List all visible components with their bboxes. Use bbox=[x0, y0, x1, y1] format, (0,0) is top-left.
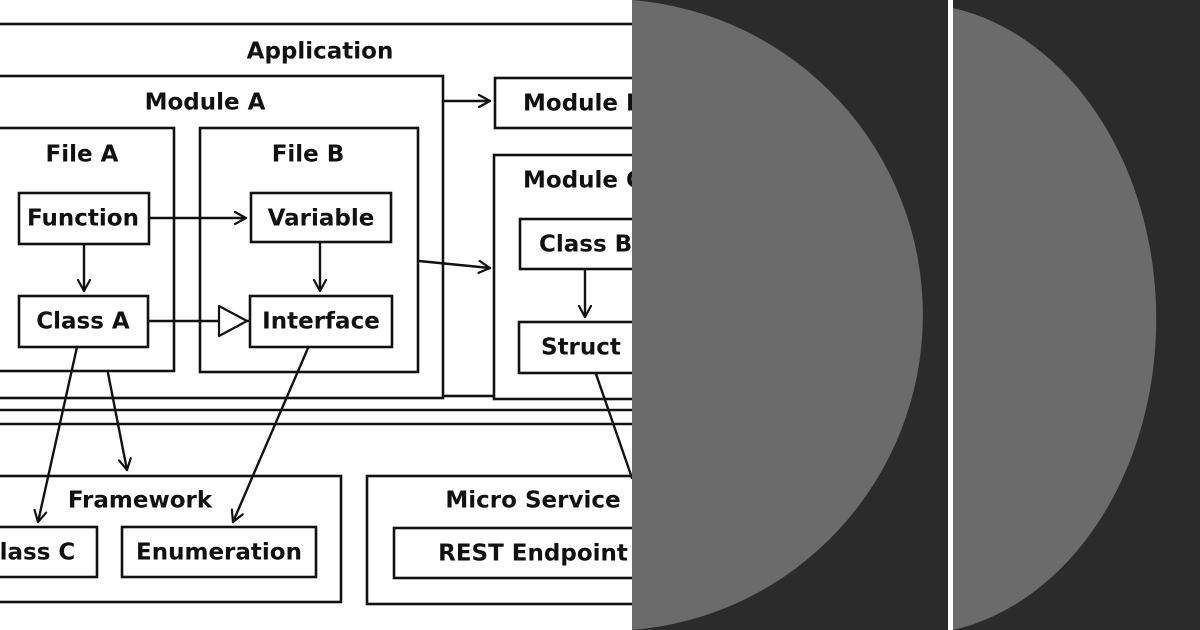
module-b-node bbox=[493, 76, 632, 130]
file-b-to-module-c-arrow bbox=[417, 259, 492, 268]
module-c-label: Module C bbox=[523, 168, 632, 194]
architecture-diagram: Application Module A File A File B Funct… bbox=[0, 22, 632, 606]
rest-endpoint-node bbox=[392, 526, 632, 580]
interface-to-enumeration-arrow bbox=[233, 346, 310, 524]
interface-label: Interface bbox=[262, 309, 380, 335]
file-a-to-framework-arrow bbox=[106, 371, 127, 472]
variable-label: Variable bbox=[268, 206, 375, 232]
class-b-label: Class B bbox=[539, 232, 632, 258]
class-c-label: Class C bbox=[0, 540, 75, 566]
file-b-label: File B bbox=[272, 142, 345, 168]
file-a-label: File A bbox=[46, 142, 119, 168]
function-label: Function bbox=[27, 206, 139, 232]
struct-node bbox=[517, 320, 632, 375]
module-b-label: Module B bbox=[523, 91, 632, 117]
right-half-disc bbox=[953, 8, 1157, 630]
enumeration-label: Enumeration bbox=[136, 540, 302, 566]
framework-label: Framework bbox=[68, 488, 213, 514]
module-a-label: Module A bbox=[145, 90, 266, 116]
class-c-node bbox=[0, 525, 99, 579]
rest-endpoint-label: REST Endpoint bbox=[438, 541, 628, 567]
interface-node bbox=[248, 294, 394, 349]
class-a-node bbox=[17, 294, 150, 349]
class-a-label: Class A bbox=[36, 309, 130, 335]
panel-divider bbox=[948, 0, 953, 630]
left-half-disc bbox=[632, 0, 923, 630]
enumeration-node bbox=[120, 525, 318, 579]
variable-node bbox=[249, 191, 393, 244]
dark-panels bbox=[632, 0, 1200, 630]
struct-label: Struct bbox=[541, 335, 621, 361]
class-b-node bbox=[518, 217, 632, 271]
struct-to-micro-service-connector bbox=[594, 372, 632, 480]
class-a-to-class-c-arrow bbox=[38, 345, 79, 524]
application-label: Application bbox=[247, 39, 394, 65]
micro-service-label: Micro Service bbox=[445, 488, 620, 514]
